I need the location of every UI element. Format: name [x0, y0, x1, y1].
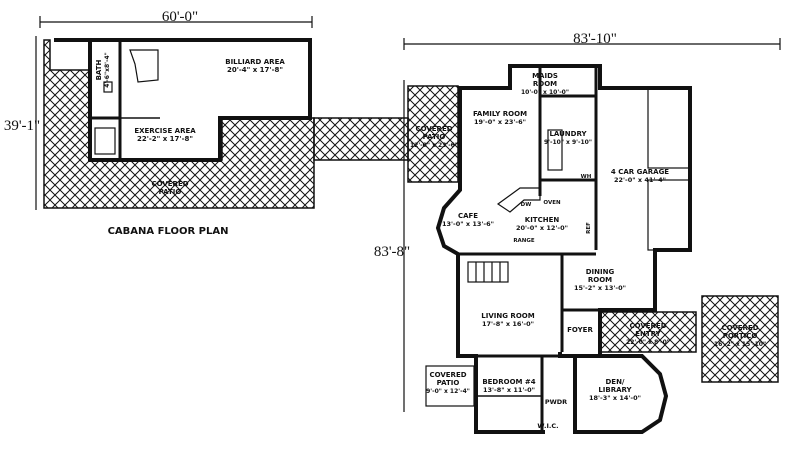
- toilet-fixture: [103, 81, 113, 93]
- bedroom4-size: 13'-8" x 11'-0": [483, 386, 535, 394]
- cabana-walls: [54, 38, 312, 162]
- cabana-patio-label: COVERED: [151, 180, 188, 188]
- covered-patio-bottom-label-2: PATIO: [437, 379, 460, 387]
- oven-label: OVEN: [543, 200, 561, 206]
- refrigerator-label: REF: [586, 222, 592, 234]
- cafe-label: CAFE: [458, 212, 478, 220]
- covered-entry-lattice: [599, 311, 697, 353]
- cafe-size: 13'-0" x 13'-6": [442, 220, 494, 228]
- laundry-counter: [547, 129, 563, 171]
- dining-room-size: 15'-2" x 13'-0": [574, 284, 626, 292]
- covered-patio-top-lattice: [407, 85, 459, 183]
- water-heater-label: WH: [581, 174, 592, 180]
- garage-door-upper: [647, 87, 691, 169]
- billiard-size: 20'-4" x 17'-8": [227, 66, 283, 74]
- maids-room-label-2: ROOM: [533, 80, 557, 88]
- covered-patio-top-label-2: PATIO: [423, 133, 446, 141]
- garage-label: 4 CAR GARAGE: [611, 168, 669, 176]
- garage-door-lower: [647, 179, 691, 251]
- foyer-label: FOYER: [567, 326, 593, 334]
- maids-room-size: 10'-0" x 10'-0": [521, 89, 569, 96]
- den-library-label: DEN/: [605, 378, 624, 386]
- laundry-label: LAUNDRY: [549, 130, 587, 138]
- bar-counter: [129, 49, 159, 83]
- covered-patio-bottom-area: [425, 365, 475, 407]
- dining-room-label-2: ROOM: [588, 276, 612, 284]
- cabana-width-dimension: 60'-0": [162, 9, 198, 25]
- family-room-size: 19'-0" x 23'-6": [474, 118, 526, 126]
- living-room-label: LIVING ROOM: [481, 312, 534, 320]
- laundry-size: 9'-10" x 9'-10": [544, 139, 592, 146]
- bedroom4-label: BEDROOM #4: [482, 378, 535, 386]
- house-depth-dimension: 83'-8": [374, 244, 410, 260]
- portico-label: COVERED: [721, 324, 758, 332]
- house-width-dimension: 83'-10": [573, 31, 617, 47]
- range-label: RANGE: [513, 238, 535, 244]
- den-library-walls: [573, 354, 669, 434]
- cabana-patio-label-2: PATIO: [159, 188, 182, 196]
- covered-patio-top-size: 12'-0" x 23'-6": [410, 142, 458, 149]
- staircase: [467, 261, 509, 283]
- maids-room-label: MAIDS: [532, 72, 558, 80]
- bath-size: 4'-6"x8'-4": [104, 52, 111, 87]
- kitchen-label: KITCHEN: [525, 216, 560, 224]
- main-house-plan: 83'-10" 83'-8": [374, 31, 781, 434]
- covered-patio-top-label: COVERED: [415, 125, 452, 133]
- portico-label-2: PORTICO: [723, 332, 758, 340]
- kitchen-size: 20'-0" x 12'-0": [516, 224, 568, 232]
- walkway-lattice: [313, 117, 409, 161]
- covered-patio-bottom-label: COVERED: [429, 371, 466, 379]
- covered-entry-label-2: ENTRY: [635, 330, 661, 338]
- covered-patio-bottom-size: 9'-0" x 12'-4": [426, 388, 470, 395]
- covered-entry-size: 22'-0" x 8'-0": [626, 339, 670, 346]
- bath-label: BATH: [95, 59, 103, 80]
- covered-portico-lattice: [701, 295, 779, 383]
- powder-room-label: PWDR: [545, 398, 567, 406]
- walk-in-closet-label: W.I.C.: [537, 422, 558, 430]
- shower-fixture: [94, 127, 116, 155]
- kitchen-island: [496, 187, 541, 213]
- den-library-size: 18'-3" x 14'-0": [589, 394, 641, 402]
- portico-size: 16'-2" x 15'-10": [714, 341, 766, 348]
- den-library-label-2: LIBRARY: [598, 386, 632, 394]
- exercise-label: EXERCISE AREA: [134, 127, 196, 135]
- billiard-label: BILLIARD AREA: [225, 58, 285, 66]
- dining-room-label: DINING: [586, 268, 615, 276]
- cabana-depth-dimension: 39'-1": [4, 118, 40, 134]
- exercise-size: 22'-2" x 17'-8": [137, 135, 193, 143]
- family-room-label: FAMILY ROOM: [473, 110, 527, 118]
- dishwasher-label: DW: [521, 202, 532, 208]
- cabana-title: CABANA FLOOR PLAN: [108, 226, 229, 237]
- garage-size: 22'-0" x 41'-4": [614, 176, 666, 184]
- living-room-size: 17'-8" x 16'-0": [482, 320, 534, 328]
- covered-entry-label: COVERED: [629, 322, 666, 330]
- cabana-plan: 60'-0" 39'-1" BATH 4'-6"x8'-4" BILLIARD …: [4, 9, 409, 237]
- house-outer-wall-west: [435, 104, 545, 434]
